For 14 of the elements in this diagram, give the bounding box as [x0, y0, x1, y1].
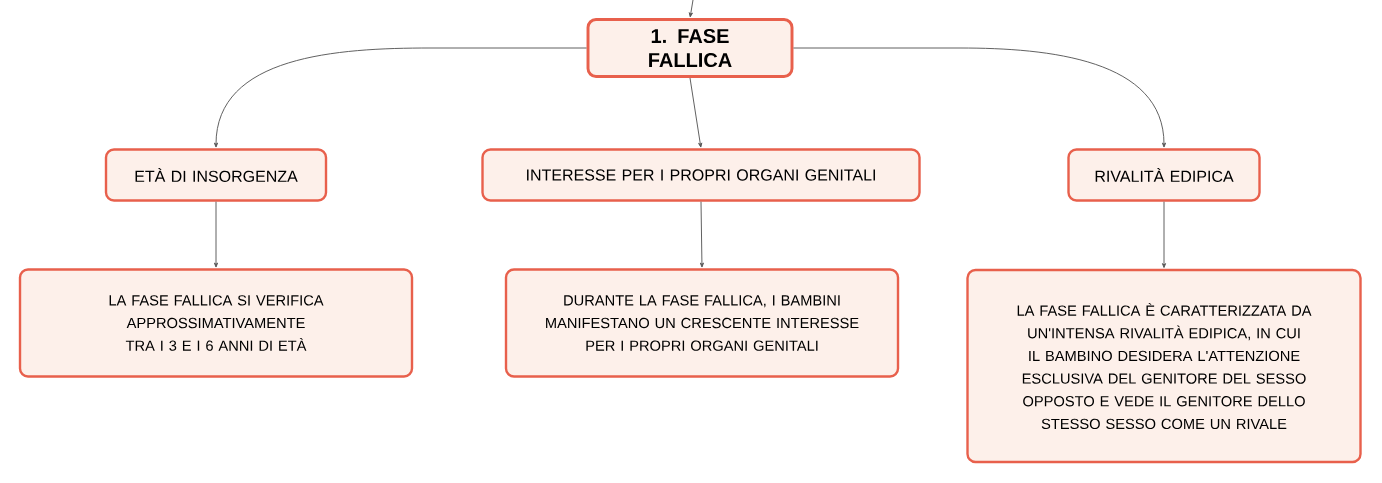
- description-box: DURANTE LA FASE FALLICA, I BAMBINI MANIFESTANO UN CRESCENTE INTERESSE PER I PROPRI ORGANI GENITALI: [504, 268, 900, 378]
- topic-box: RIVALITÀ EDIPICA: [1067, 148, 1261, 202]
- arrow: [213, 47, 587, 148]
- arrow: [699, 201, 704, 268]
- arrow: [688, 0, 694, 18]
- topic-box: INTERESSE PER I PROPRI ORGANI GENITALI: [481, 148, 921, 202]
- arrow: [1161, 201, 1167, 268]
- arrow: [793, 47, 1167, 148]
- description-box: LA FASE FALLICA È CARATTERIZZATA DA UN'INTENSA RIVALITÀ EDIPICA, IN CUI IL BAMBINO DESIDERA L'ATTENZIONE ESCLUSIVA DEL GENITORE DEL SESSO OPPOSTO E VEDE IL GENITORE DELLO STESSO SESSO COME UN RIVALE: [966, 268, 1362, 464]
- arrow: [689, 77, 703, 148]
- topic-box: ETÀ DI INSORGENZA: [104, 148, 328, 202]
- description-box: LA FASE FALLICA SI VERIFICA APPROSSIMATIVAMENTE TRA I 3 E I 6 ANNI DI ETÀ: [18, 268, 414, 378]
- arrow: [213, 201, 219, 268]
- title-box: 1. FASE FALLICA: [586, 18, 794, 78]
